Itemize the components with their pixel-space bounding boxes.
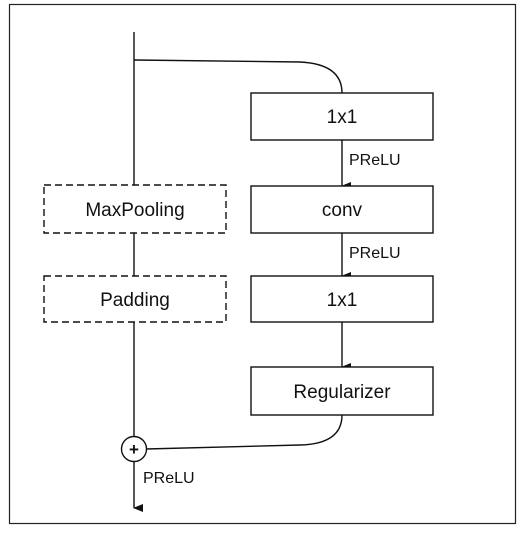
output-prelu-label: PReLU [143, 470, 195, 487]
padding-label: Padding [100, 290, 170, 311]
padding-box [43, 275, 227, 323]
sum-operator-label: + [129, 440, 139, 459]
conv-label: conv [322, 200, 363, 221]
maxpooling-label: MaxPooling [85, 200, 184, 221]
regularizer-label: Regularizer [293, 382, 391, 403]
maxpooling-box [43, 184, 227, 234]
sum-node [120, 435, 148, 463]
conv-box [250, 185, 434, 234]
conv1x1-b-box [250, 275, 434, 323]
regularizer-box [250, 366, 434, 416]
conv1x1-b-label: 1x1 [327, 290, 358, 311]
split-connector [133, 59, 343, 94]
prelu-label-1: PReLU [349, 152, 401, 169]
merge-connector [145, 414, 343, 450]
prelu-label-2: PReLU [349, 245, 401, 262]
diagram-frame [8, 3, 517, 525]
conv1x1-a-box [250, 92, 434, 141]
conv1x1-a-label: 1x1 [327, 107, 358, 128]
